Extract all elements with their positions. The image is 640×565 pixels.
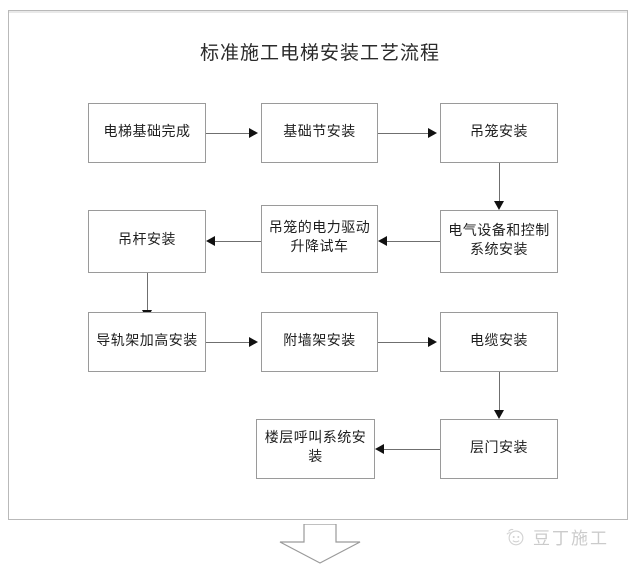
flow-node-cable-install[interactable]: 电缆安装: [440, 312, 558, 372]
continuation-down-block-arrow: [279, 524, 361, 564]
flow-node-label: 附墙架安装: [283, 333, 356, 349]
edge-n10-n11-arrowhead: [375, 444, 384, 454]
frame-top-shade: [9, 11, 627, 13]
edge-n8-n9-line: [378, 342, 428, 343]
flow-node-boom-install[interactable]: 吊杆安装: [88, 210, 206, 273]
edge-n6-n7-line: [147, 273, 148, 312]
flow-node-floor-call-system-install[interactable]: 楼层呼叫系统安装: [256, 419, 375, 479]
edge-n8-n9-arrowhead: [428, 337, 437, 347]
flow-node-label: 导轨架加高安装: [96, 333, 198, 349]
flow-node-electrical-equipment-control-system-install[interactable]: 电气设备和控制系统安装: [440, 210, 558, 273]
flow-node-label: 层门安装: [470, 440, 528, 456]
flow-node-cage-power-drive-lift-test[interactable]: 吊笼的电力驱动升降试车: [261, 205, 378, 273]
edge-n2-n3-arrowhead: [428, 128, 437, 138]
edge-n1-n2-line: [206, 133, 249, 134]
watermark: 豆丁施工: [505, 524, 609, 549]
edge-n10-n11-line: [384, 449, 440, 450]
edge-n2-n3-line: [378, 133, 428, 134]
edge-n5-n6-line: [215, 241, 261, 242]
flow-node-label: 吊笼的电力驱动升降试车: [268, 221, 371, 255]
edge-n4-n5-line: [387, 241, 440, 242]
flow-node-base-section-install[interactable]: 基础节安装: [261, 103, 378, 163]
edge-n7-n8-arrowhead: [249, 337, 258, 347]
flow-node-label: 电气设备和控制系统安装: [448, 223, 550, 258]
flow-node-label: 基础节安装: [283, 124, 356, 140]
edge-n4-n5-arrowhead: [378, 236, 387, 246]
edge-n9-n10-line: [499, 372, 500, 412]
watermark-text: 豆丁施工: [533, 529, 609, 548]
circle-face-logo-icon: [506, 528, 524, 545]
flow-node-wall-attachment-frame-install[interactable]: 附墙架安装: [261, 312, 378, 372]
flow-node-label: 电梯基础完成: [103, 124, 191, 140]
page-title: 标准施工电梯安装工艺流程: [199, 43, 440, 64]
flow-node-mast-section-heightening-install[interactable]: 导轨架加高安装: [88, 312, 206, 372]
flow-node-label: 吊杆安装: [118, 233, 176, 249]
flow-node-landing-door-install[interactable]: 层门安装: [440, 419, 558, 479]
flow-node-label: 电缆安装: [470, 333, 528, 349]
flow-node-elevator-foundation-complete[interactable]: 电梯基础完成: [88, 103, 206, 163]
flow-node-label: 吊笼安装: [470, 124, 528, 140]
flow-node-label: 楼层呼叫系统安装: [264, 431, 367, 465]
edge-n3-n4-arrowhead: [494, 201, 504, 210]
edge-n7-n8-line: [206, 342, 249, 343]
flow-node-cage-install[interactable]: 吊笼安装: [440, 103, 558, 163]
edge-n1-n2-arrowhead: [249, 128, 258, 138]
edge-n9-n10-arrowhead: [494, 410, 504, 419]
edge-n3-n4-line: [499, 163, 500, 203]
edge-n5-n6-arrowhead: [206, 236, 215, 246]
